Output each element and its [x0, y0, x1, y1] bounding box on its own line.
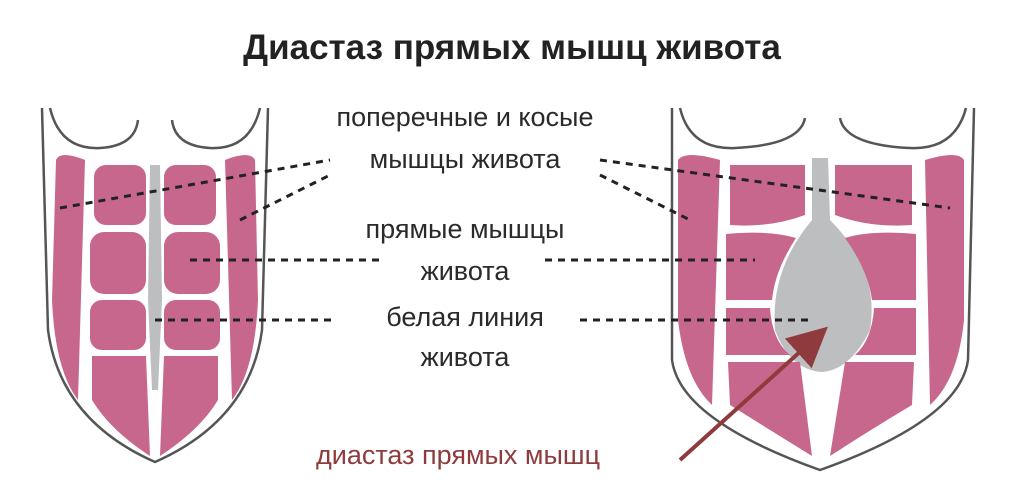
rectus-segment [164, 232, 220, 294]
label-oblique-line2: мышцы живота [369, 144, 561, 174]
diagram-title: Диастаз прямых мышц живота [243, 28, 781, 67]
diastasis-torso [670, 107, 976, 472]
rectus-segment [835, 165, 912, 226]
normal-torso-outline [40, 107, 270, 464]
rectus-segment [726, 232, 796, 300]
left-chest-curve [678, 107, 807, 150]
rectus-segment [90, 300, 146, 350]
rectus-segment [845, 232, 916, 300]
rectus-segment [164, 300, 220, 350]
left-chest-curve [48, 107, 140, 150]
rectus-segment [728, 362, 812, 456]
rectus-segment [830, 362, 914, 456]
leader-line-oblique [59, 158, 331, 210]
label-linea-line1: белая линия [386, 302, 544, 332]
right-chest-curve [170, 107, 262, 150]
diastasis-arrow [678, 326, 828, 462]
label-diastasis: диастаз прямых мышц [316, 440, 601, 470]
label-rectus-line1: прямые мышцы [365, 214, 565, 244]
rectus-segment [164, 165, 216, 225]
rectus-segment [160, 356, 218, 456]
rectus-segment [855, 308, 916, 355]
right-chest-curve [838, 107, 968, 150]
rectus-segment [92, 356, 150, 456]
leader-lines [59, 158, 951, 322]
rectus-segment [94, 165, 146, 225]
leader-line-oblique [599, 158, 951, 210]
label-rectus-line2: живота [420, 256, 510, 286]
widened-linea-alba [774, 158, 872, 372]
normal-torso [40, 107, 270, 464]
rectus-segment [730, 165, 805, 226]
left-oblique [678, 155, 720, 405]
leader-line-oblique [599, 173, 691, 222]
label-linea-line2: живота [420, 342, 510, 372]
label-oblique-line1: поперечные и косые [336, 102, 594, 132]
left-oblique [52, 155, 85, 400]
rectus-segment [90, 232, 146, 294]
leader-line-oblique [239, 173, 331, 222]
linea-alba [148, 165, 162, 390]
right-oblique [225, 155, 258, 400]
right-oblique [925, 155, 964, 405]
diastasis-torso-outline [670, 107, 976, 472]
